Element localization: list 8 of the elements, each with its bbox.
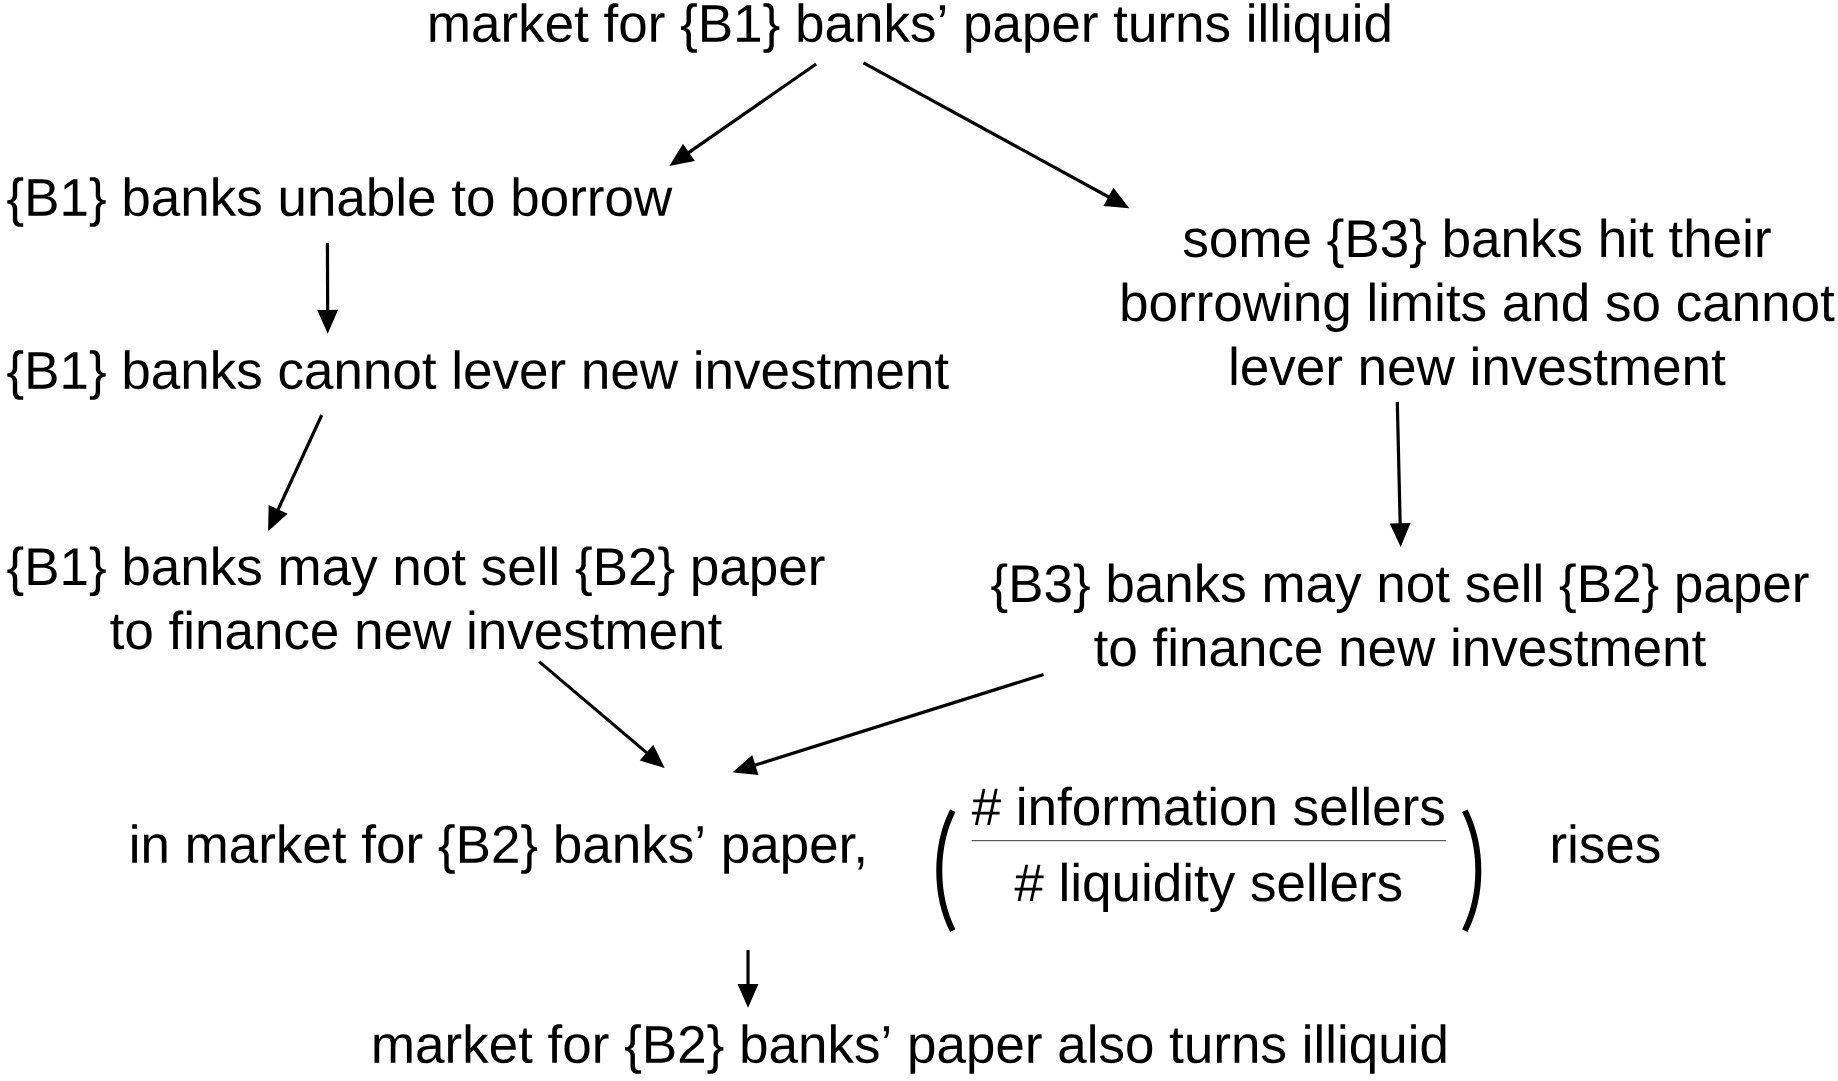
statement-text: {B3} banks may not sell {B2} paper to finance new investment xyxy=(991,563,1809,667)
statement-text: {B1} banks may not sell {B2} paper to finance new investment xyxy=(7,546,825,650)
statement-text: market for {B1} banks’ paper turns illiquid xyxy=(430,3,1390,53)
statement-text: {B1} banks cannot lever new investment xyxy=(7,350,949,400)
statement-with-fraction: in market for {B2} banks’ paper, # information sellers # liquidity sellers rises xyxy=(132,786,1660,932)
statement-text: market for {B2} banks’ paper also turns illiquid xyxy=(374,1024,1446,1074)
statement-text: some {B3} banks hit their borrowing limits and so cannot lever new investment xyxy=(1122,218,1835,386)
statement-text: {B1} banks unable to borrow xyxy=(7,177,673,227)
